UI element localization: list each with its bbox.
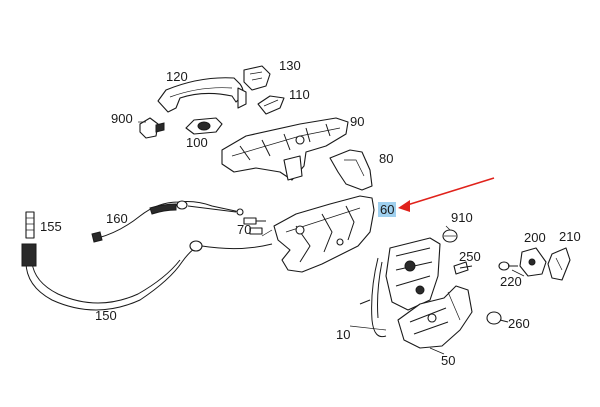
label-130: 130 <box>279 58 301 73</box>
label-70: 70 <box>237 222 252 237</box>
label-80: 80 <box>379 151 394 166</box>
part-90-handle-carrier[interactable] <box>221 117 349 181</box>
label-10: 10 <box>336 327 351 342</box>
part-250-bolt[interactable] <box>453 261 473 275</box>
label-220: 220 <box>500 274 522 289</box>
label-250: 250 <box>459 249 481 264</box>
label-900: 900 <box>111 111 133 126</box>
part-70-bolts[interactable] <box>243 217 266 235</box>
label-260: 260 <box>508 316 530 331</box>
part-910-bushing[interactable] <box>442 229 458 243</box>
leader-lines <box>138 121 525 355</box>
part-10-door-lock[interactable] <box>359 237 441 338</box>
label-100: 100 <box>186 135 208 150</box>
part-155-clip[interactable] <box>25 211 35 239</box>
part-60-bracket[interactable] <box>273 195 375 273</box>
label-910: 910 <box>451 210 473 225</box>
part-100-bezel[interactable] <box>185 117 223 135</box>
label-150: 150 <box>95 308 117 323</box>
label-110: 110 <box>289 87 310 102</box>
label-120: 120 <box>166 69 188 84</box>
label-210: 210 <box>559 229 581 244</box>
label-60-highlighted[interactable]: 60 <box>378 202 397 217</box>
part-130-handle-cap[interactable] <box>243 65 271 91</box>
part-900-lock-cylinder[interactable] <box>139 117 165 139</box>
part-220-screw[interactable] <box>498 261 518 271</box>
label-200: 200 <box>524 230 546 245</box>
part-50-lock-bracket[interactable] <box>397 285 473 349</box>
label-155: 155 <box>40 219 62 234</box>
part-120-outer-handle[interactable] <box>157 77 247 113</box>
part-80-trim-block[interactable] <box>329 149 373 191</box>
part-150-lower-cable[interactable] <box>21 240 273 311</box>
part-210-plate[interactable] <box>547 247 571 281</box>
part-110-gasket[interactable] <box>257 95 285 115</box>
label-50: 50 <box>441 353 456 368</box>
highlight-arrow <box>398 177 495 212</box>
part-160-upper-cable[interactable] <box>91 200 244 243</box>
part-260-screw[interactable] <box>486 311 509 325</box>
part-200-striker[interactable] <box>519 247 547 277</box>
label-160: 160 <box>106 211 128 226</box>
label-90: 90 <box>350 114 365 129</box>
